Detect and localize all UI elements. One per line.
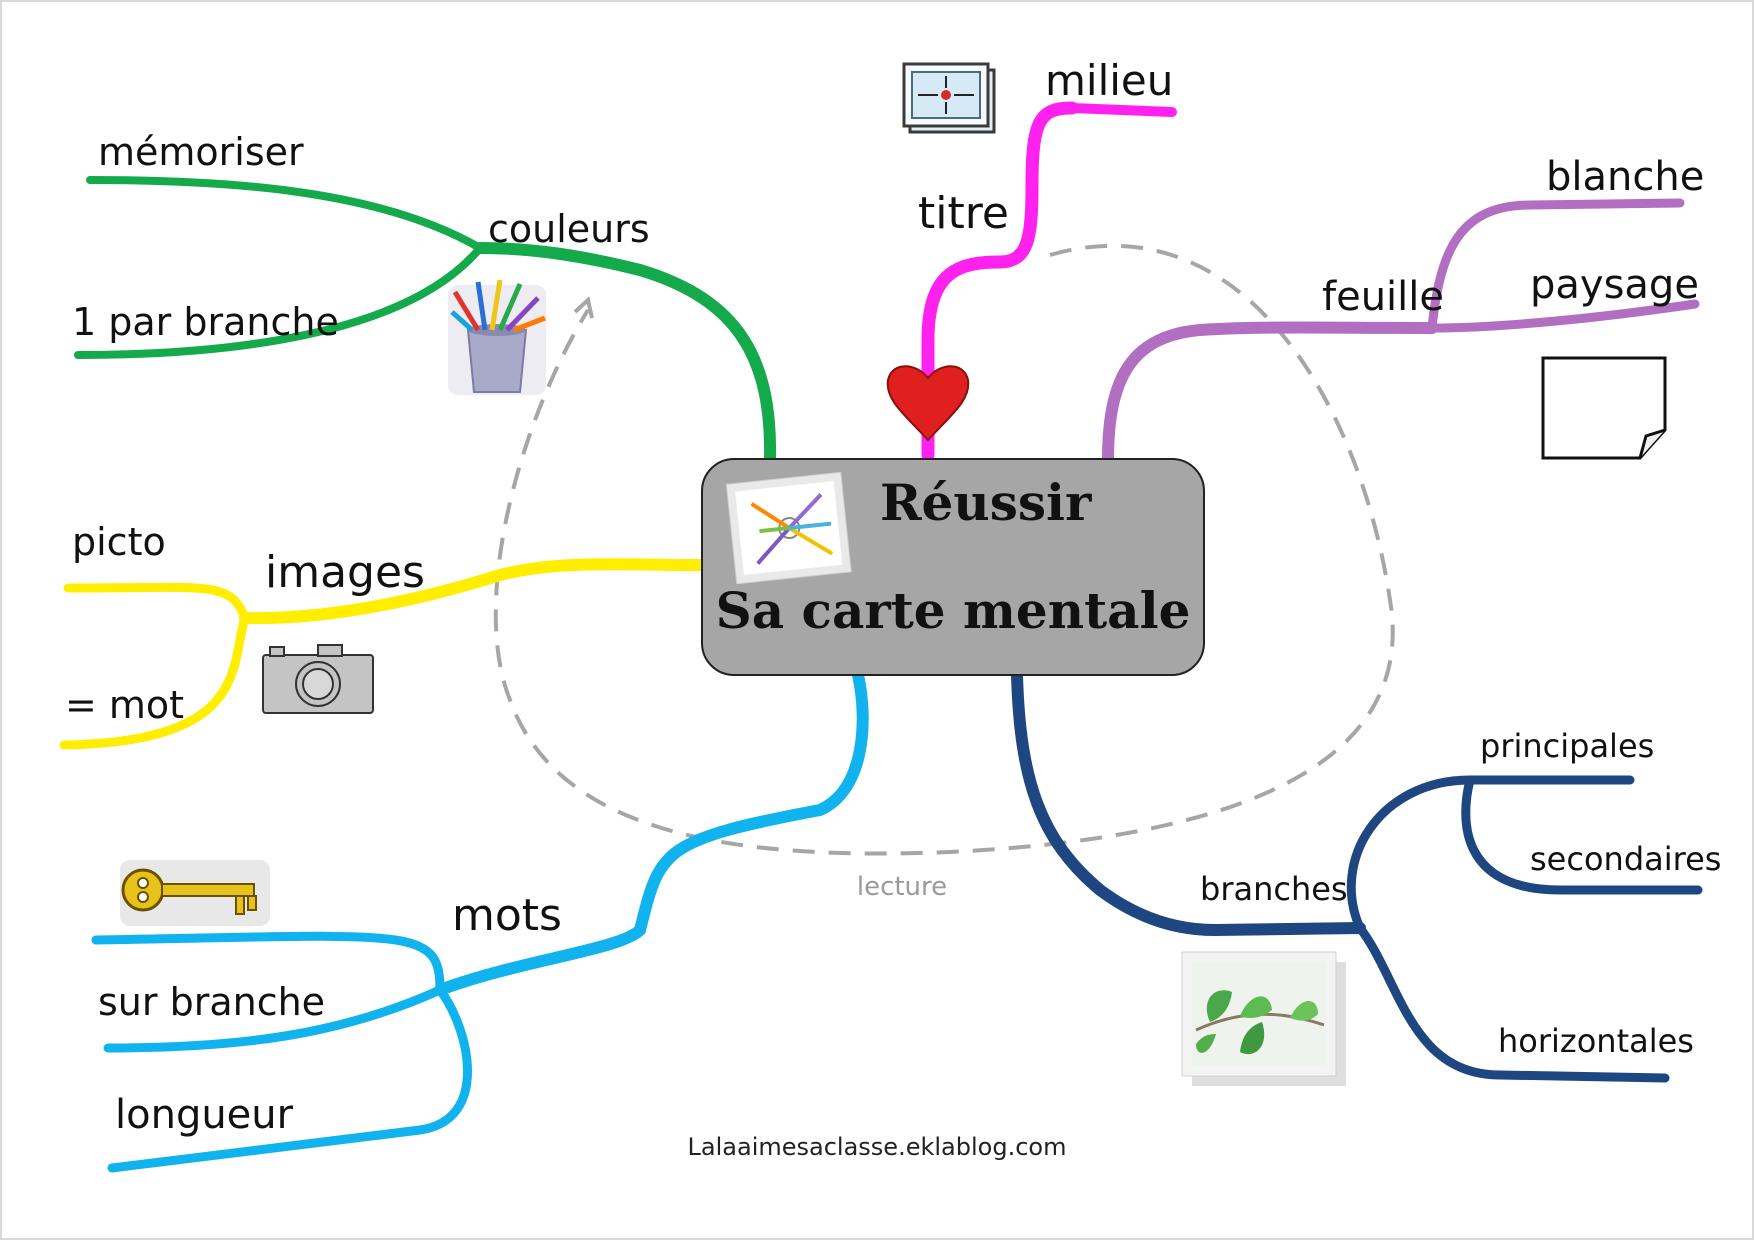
- label-paysage: paysage: [1530, 262, 1699, 308]
- label-1-par-branche: 1 par branche: [72, 300, 339, 344]
- branch-images: [59, 558, 709, 750]
- mindmap-thumbnail-icon: [725, 471, 852, 585]
- branch-mots: [91, 669, 869, 1173]
- branch-branches: [1011, 669, 1703, 1083]
- center-title-line1: Réussir: [880, 473, 1092, 532]
- label-memoriser: mémoriser: [98, 130, 304, 174]
- label-egal-mot: = mot: [65, 683, 184, 727]
- branch-titre: [921, 101, 1177, 462]
- branch-couleurs: [74, 176, 777, 466]
- label-mots: mots: [452, 890, 562, 941]
- label-horizontales: horizontales: [1498, 1022, 1694, 1060]
- leaf-icon: [1181, 951, 1346, 1086]
- credit-text: Lalaaimesaclasse.eklablog.com: [688, 1133, 1067, 1161]
- label-secondaires: secondaires: [1530, 840, 1721, 878]
- reading-direction-arrow: [493, 243, 1395, 856]
- heart-icon: [886, 365, 970, 442]
- target-center-icon: [902, 62, 996, 134]
- label-picto: picto: [72, 520, 166, 564]
- key-icon: [120, 860, 270, 926]
- center-title-line2: Sa carte mentale: [716, 581, 1191, 640]
- camera-icon: [262, 644, 374, 714]
- label-blanche: blanche: [1546, 154, 1704, 200]
- label-branches: branches: [1200, 870, 1348, 908]
- label-lecture: lecture: [857, 872, 947, 902]
- label-milieu: milieu: [1045, 56, 1173, 105]
- label-couleurs: couleurs: [488, 207, 650, 251]
- label-longueur: longueur: [115, 1092, 294, 1138]
- label-titre: titre: [918, 188, 1009, 239]
- reading-arrow-head: [573, 296, 594, 319]
- pencils-icon: [448, 279, 546, 395]
- label-images: images: [265, 547, 425, 598]
- label-feuille: feuille: [1322, 274, 1444, 320]
- label-principales: principales: [1480, 727, 1654, 765]
- branch-feuille: [1102, 198, 1700, 466]
- paper-sheet-icon: [1541, 356, 1667, 460]
- label-sur-branche: sur branche: [98, 980, 325, 1024]
